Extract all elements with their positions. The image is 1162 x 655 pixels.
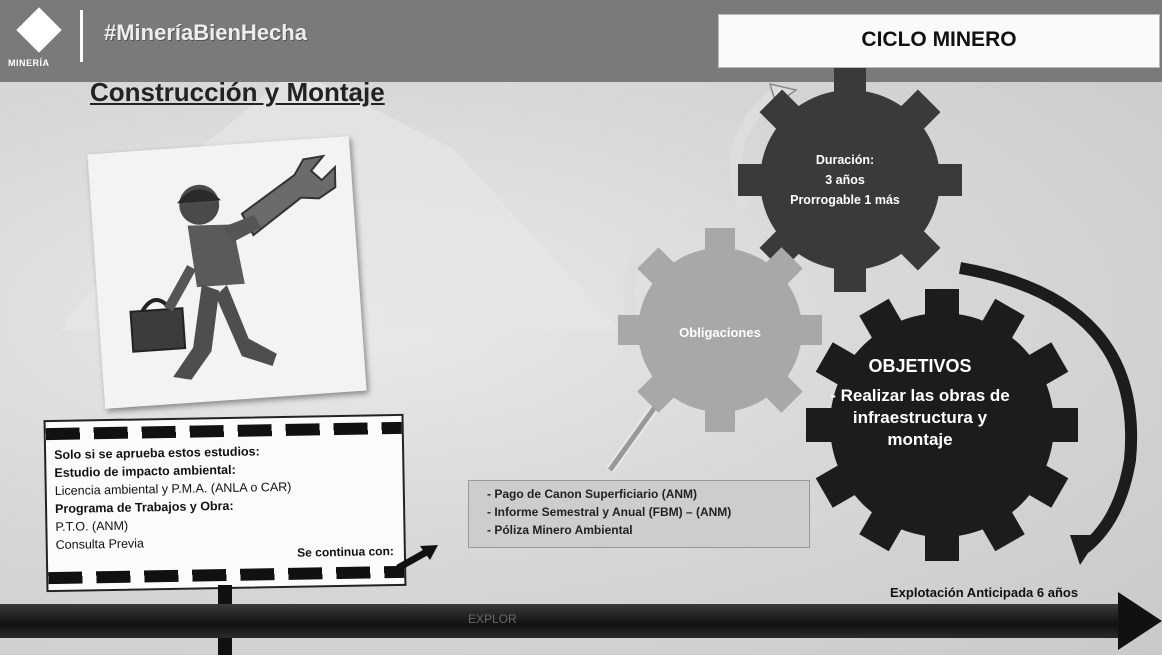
worker-illustration	[87, 136, 367, 409]
timeline-arrow-icon	[1118, 592, 1162, 650]
duration-gear-text: Duración: 3 años Prorrogable 1 más	[770, 150, 920, 210]
timeline-bar	[0, 604, 1120, 638]
down-arrow-icon	[607, 398, 663, 472]
logo-label: MINERÍA	[8, 58, 50, 68]
gear-icon	[806, 289, 1078, 561]
list-item: Póliza Minero Ambiental	[487, 521, 809, 539]
duration-value: 3 años	[825, 173, 865, 187]
objectives-title: OBJETIVOS	[868, 356, 972, 376]
duration-title: Duración:	[815, 153, 875, 167]
timeline-label: Explotación Anticipada 6 años	[890, 585, 1079, 600]
logo: MINERÍA	[8, 6, 68, 68]
list-item: Pago de Canon Superficiario (ANM)	[487, 485, 809, 503]
list-item: Informe Semestral y Anual (FBM) – (ANM)	[487, 503, 809, 521]
continue-arrow-icon	[396, 546, 432, 572]
circular-arrow-icon	[623, 199, 694, 325]
obligations-list: Pago de Canon Superficiario (ANM) Inform…	[469, 481, 809, 539]
section-title: Construcción y Montaje	[90, 77, 385, 107]
page-title: CICLO MINERO	[861, 28, 1017, 51]
gear-icon	[618, 228, 822, 432]
timeline-center-text: EXPLOR	[468, 612, 517, 626]
duration-extension: Prorrogable 1 más	[790, 193, 900, 207]
objectives-gear-text: OBJETIVOS - Realizar las obras de infrae…	[830, 355, 1010, 451]
header-divider	[80, 10, 83, 62]
header-bar: MINERÍA #MineríaBienHecha CICLO MINERO	[0, 0, 1162, 82]
worker-with-wrench-icon	[129, 154, 337, 380]
obligations-gear-title: Obligaciones	[679, 325, 761, 340]
circular-arrow-icon	[958, 262, 1138, 553]
obligations-list-box: Pago de Canon Superficiario (ANM) Inform…	[468, 480, 810, 548]
objectives-text: - Realizar las obras de infraestructura …	[830, 386, 1010, 449]
hashtag-text: #MineríaBienHecha	[104, 20, 307, 45]
page-title-box: CICLO MINERO	[718, 14, 1160, 68]
